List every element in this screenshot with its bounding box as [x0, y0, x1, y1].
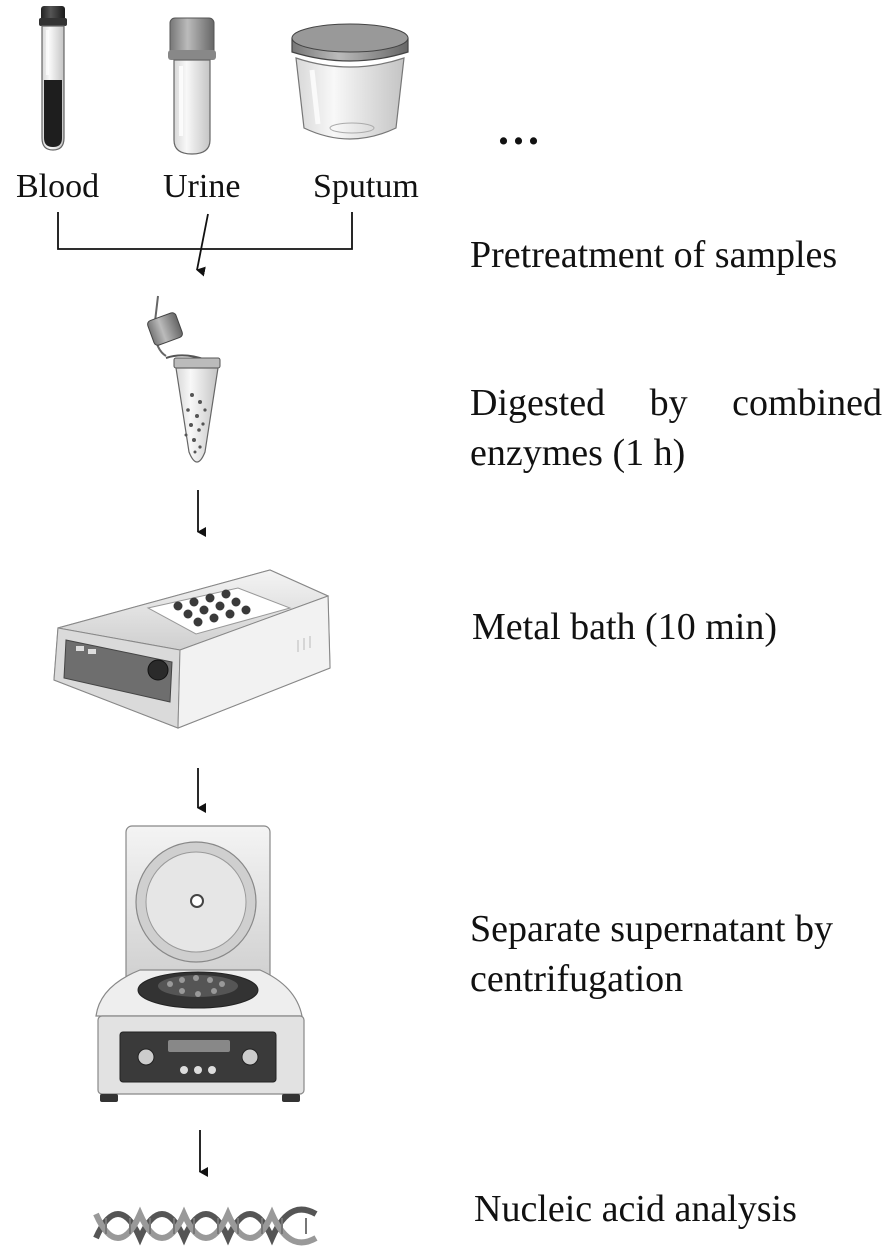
more-samples-ellipsis: ...: [498, 105, 543, 154]
dna-helix-icon: [93, 1206, 318, 1246]
sample-label-blood: Blood: [16, 168, 100, 205]
blood-tube-icon: [39, 6, 67, 151]
step-separate-line2: centrifugation: [470, 958, 684, 1000]
step-digest-line2: enzymes (1 h): [470, 432, 686, 474]
step-digest-line1: Digested by combined: [470, 382, 882, 424]
microcentrifuge-tube-icon: [147, 295, 221, 463]
sample-label-urine: Urine: [163, 168, 241, 205]
sample-label-sputum: Sputum: [313, 168, 419, 205]
sputum-cup-icon: [291, 23, 409, 140]
urine-tube-icon: [168, 17, 216, 155]
sample-bracket: [57, 212, 353, 277]
step-separate-line1: Separate supernatant by: [470, 908, 833, 950]
centrifuge-icon: [95, 825, 305, 1102]
step-pretreatment: Pretreatment of samples: [470, 234, 838, 276]
metal-bath-icon: [53, 569, 331, 729]
step-metal-bath: Metal bath (10 min): [472, 606, 777, 648]
step-nucleic-acid-analysis: Nucleic acid analysis: [474, 1188, 797, 1230]
